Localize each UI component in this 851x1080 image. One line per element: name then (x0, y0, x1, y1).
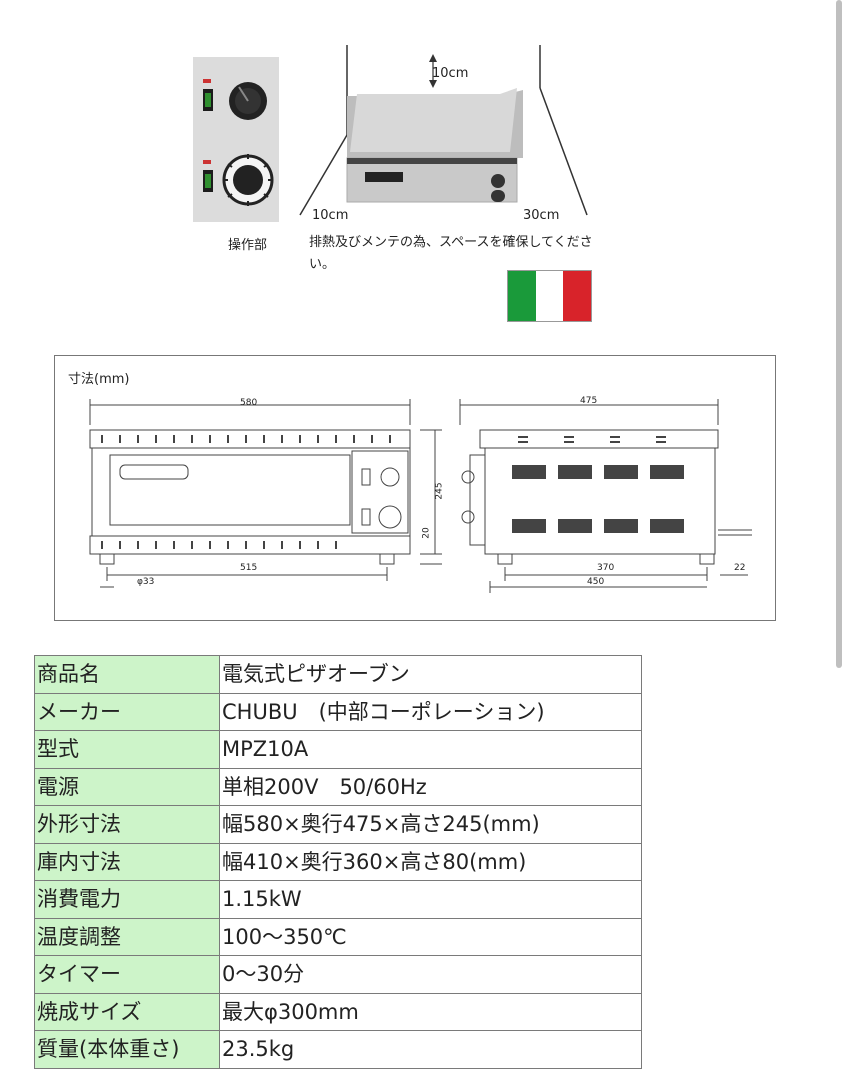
spec-label: 庫内寸法 (34, 842, 220, 881)
italian-flag (508, 271, 592, 321)
control-panel-illustration (193, 57, 279, 222)
spec-label: 電源 (34, 767, 220, 806)
spec-label: 商品名 (34, 655, 220, 694)
dim-side-inner-depth: 370 (597, 563, 615, 573)
clearance-note: 排熱及びメンテの為、スペースを確保してください。 (309, 235, 593, 272)
front-view (89, 399, 442, 588)
table-row: 外形寸法 幅580×奥行475×高さ245(mm) (34, 805, 642, 844)
control-panel-label: 操作部 (228, 238, 268, 253)
oven-clearance-illustration (299, 45, 588, 216)
dimension-title: 寸法(mm) (68, 372, 130, 387)
spec-label: 焼成サイズ (34, 992, 220, 1031)
spec-label: 温度調整 (34, 917, 220, 956)
table-row: 電源 単相200V 50/60Hz (34, 767, 642, 806)
dimension-drawing-frame (54, 355, 776, 621)
spec-label: 質量(本体重さ) (34, 1030, 220, 1069)
spec-value: 電気式ピザオーブン (219, 655, 642, 694)
spec-value: CHUBU (中部コーポレーション) (219, 692, 642, 731)
dim-side-base: 450 (587, 577, 605, 587)
spec-value: 最大φ300mm (219, 992, 642, 1031)
clearance-left-label: 10cm (312, 208, 349, 223)
spec-label: 消費電力 (34, 880, 220, 919)
flag-white-stripe (535, 271, 564, 321)
spec-label: 外形寸法 (34, 805, 220, 844)
spec-value: 単相200V 50/60Hz (219, 767, 642, 806)
dimension-drawing (89, 399, 752, 593)
spec-value: 0〜30分 (219, 955, 642, 994)
dim-front-width: 580 (240, 398, 258, 408)
spec-value: 1.15kW (219, 880, 642, 919)
table-row: タイマー 0〜30分 (34, 955, 642, 994)
spec-label: メーカー (34, 692, 220, 731)
flag-red-stripe (563, 271, 592, 321)
spec-value: 23.5kg (219, 1030, 642, 1069)
scrollbar[interactable] (836, 0, 842, 668)
spec-table: 商品名 電気式ピザオーブン メーカー CHUBU (中部コーポレーション) 型式… (34, 655, 642, 1069)
spec-value: 幅410×奥行360×高さ80(mm) (219, 842, 642, 881)
table-row: 温度調整 100〜350℃ (34, 917, 642, 956)
front-vent-slots (101, 435, 391, 549)
spec-value: 幅580×奥行475×高さ245(mm) (219, 805, 642, 844)
table-row: 商品名 電気式ピザオーブン (34, 655, 642, 694)
dim-front-height: 245 (434, 482, 445, 500)
flag-green-stripe (508, 271, 536, 321)
spec-label: 型式 (34, 730, 220, 769)
side-vents (512, 436, 684, 533)
dim-side-depth: 475 (580, 396, 598, 406)
side-view (459, 399, 752, 593)
dim-foot-height: 20 (421, 527, 432, 539)
spec-value: MPZ10A (219, 730, 642, 769)
dim-foot-diameter: φ33 (137, 577, 155, 587)
table-row: メーカー CHUBU (中部コーポレーション) (34, 692, 642, 731)
table-row: 質量(本体重さ) 23.5kg (34, 1030, 642, 1069)
table-row: 型式 MPZ10A (34, 730, 642, 769)
dim-foot-spacing: 515 (240, 563, 258, 573)
spec-value: 100〜350℃ (219, 917, 642, 956)
dim-cord-offset: 22 (734, 563, 746, 573)
table-row: 焼成サイズ 最大φ300mm (34, 992, 642, 1031)
clearance-right-label: 30cm (523, 208, 560, 223)
clearance-top-label: 10cm (432, 66, 469, 81)
spec-label: タイマー (34, 955, 220, 994)
table-row: 庫内寸法 幅410×奥行360×高さ80(mm) (34, 842, 642, 881)
table-row: 消費電力 1.15kW (34, 880, 642, 919)
control-panel-photo (193, 57, 279, 222)
